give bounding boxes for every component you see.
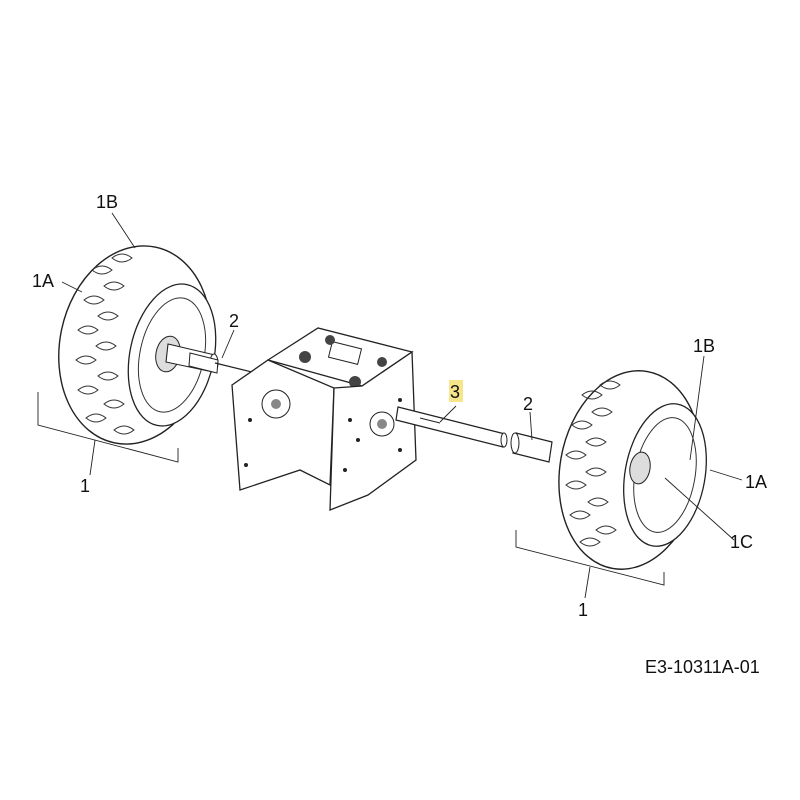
callout-right-1B: 1B — [693, 336, 715, 356]
left-wheel — [58, 245, 219, 445]
left-tire-tread — [75, 253, 135, 435]
callout-left-1A: 1A — [32, 271, 54, 291]
right-wheel — [558, 370, 707, 570]
right-tire-tread — [565, 380, 621, 547]
callout-right-1: 1 — [578, 600, 588, 620]
axle-shaft — [395, 406, 508, 448]
leader-lines — [37, 212, 743, 599]
axle-callout-highlight — [449, 380, 463, 402]
callout-right-1C: 1C — [730, 532, 753, 552]
right-spacer — [510, 432, 553, 463]
callout-left-1B: 1B — [96, 192, 118, 212]
callout-right-1A: 1A — [745, 472, 767, 492]
drawing-id: E3-10311A-01 — [645, 657, 760, 677]
callout-left-2: 2 — [229, 311, 239, 331]
left-spacer — [188, 352, 219, 374]
frame-housing — [231, 327, 417, 511]
callout-left-1: 1 — [80, 476, 90, 496]
callout-right-2: 2 — [523, 394, 533, 414]
callout-axle-3: 3 — [450, 382, 460, 402]
